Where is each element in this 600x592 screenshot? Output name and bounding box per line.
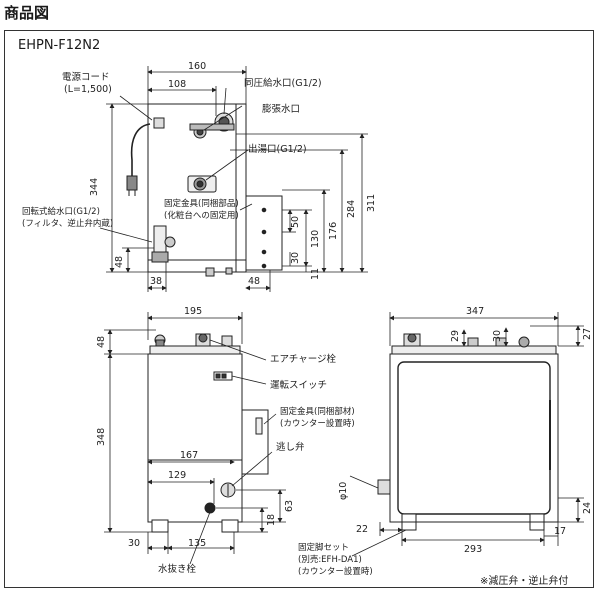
top-fixing-bracket [245,195,283,271]
dim-48-left: 48 [114,256,125,268]
dim-24: 24 [582,502,593,514]
dim-160: 160 [188,61,206,72]
page-title: 商品図 [4,4,50,22]
dim-347: 347 [466,306,484,317]
label-air-charge: エアチャージ栓 [270,353,337,365]
label-run-switch: 運転スイッチ [270,380,327,391]
dim-311: 311 [366,194,377,212]
label-leg-set-use: (カウンター設置時) [298,566,373,577]
label-leg-set: 固定脚セット [298,542,349,553]
dim-108: 108 [168,79,186,90]
dim-30-side: 30 [492,330,503,342]
dim-293: 293 [464,544,482,555]
front-view [147,333,269,533]
model-number: EHPN-F12N2 [18,38,101,53]
dim-129: 129 [168,470,186,481]
dim-50: 50 [290,216,301,228]
drawing-frame [4,30,594,588]
label-fixing-bracket: 固定金具(同梱部品) [164,198,239,209]
label-rotary-inlet: 回転式給水口(G1/2) [22,206,100,217]
footnote: ※減圧弁・逆止弁付 [480,576,569,587]
label-relief-valve: 逃し弁 [276,441,305,453]
dim-30: 30 [290,252,301,264]
label-rotary-inlet-note: (フィルタ、逆止弁内蔵) [22,218,113,229]
dim-176: 176 [328,222,339,240]
label-drain-plug: 水抜き栓 [158,563,197,575]
label-front-fixing-bracket: 固定金具(同梱部材) [280,406,355,417]
label-leg-set-model: (別売:EFH-DA1) [298,554,362,565]
dim-344: 344 [89,178,100,196]
dim-29: 29 [450,330,461,342]
label-power-cord-length: (L=1,500) [64,84,112,95]
label-fixing-bracket-use: (化粧台への固定用) [164,210,239,221]
dim-30-front: 30 [128,538,140,549]
dim-48-bottom: 48 [248,276,260,287]
dim-18: 18 [266,514,277,526]
top-view-body [147,103,247,273]
label-same-pressure-inlet: 同圧給水口(G1/2) [244,77,322,89]
dim-63: 63 [284,500,295,512]
dim-22: 22 [356,524,368,535]
dim-284: 284 [346,200,357,218]
label-expansion-outlet: 膨張水口 [262,103,300,115]
dim-phi10: φ10 [338,482,349,500]
dim-130: 130 [310,230,321,248]
dim-27: 27 [582,328,593,340]
dim-135: 135 [188,538,206,549]
label-power-cord: 電源コード [62,72,110,83]
side-view-body [389,353,559,523]
dim-17: 17 [554,526,566,537]
dim-48-front: 48 [96,336,107,348]
dim-38: 38 [150,276,162,287]
dim-167: 167 [180,450,198,461]
label-front-fixing-bracket-use: (カウンター設置時) [280,418,355,429]
dim-195: 195 [184,306,202,317]
side-view [377,333,559,531]
label-hot-outlet: 出湯口(G1/2) [248,143,307,155]
dim-11: 11 [310,268,321,280]
top-view [126,103,283,277]
dim-348: 348 [96,428,107,446]
